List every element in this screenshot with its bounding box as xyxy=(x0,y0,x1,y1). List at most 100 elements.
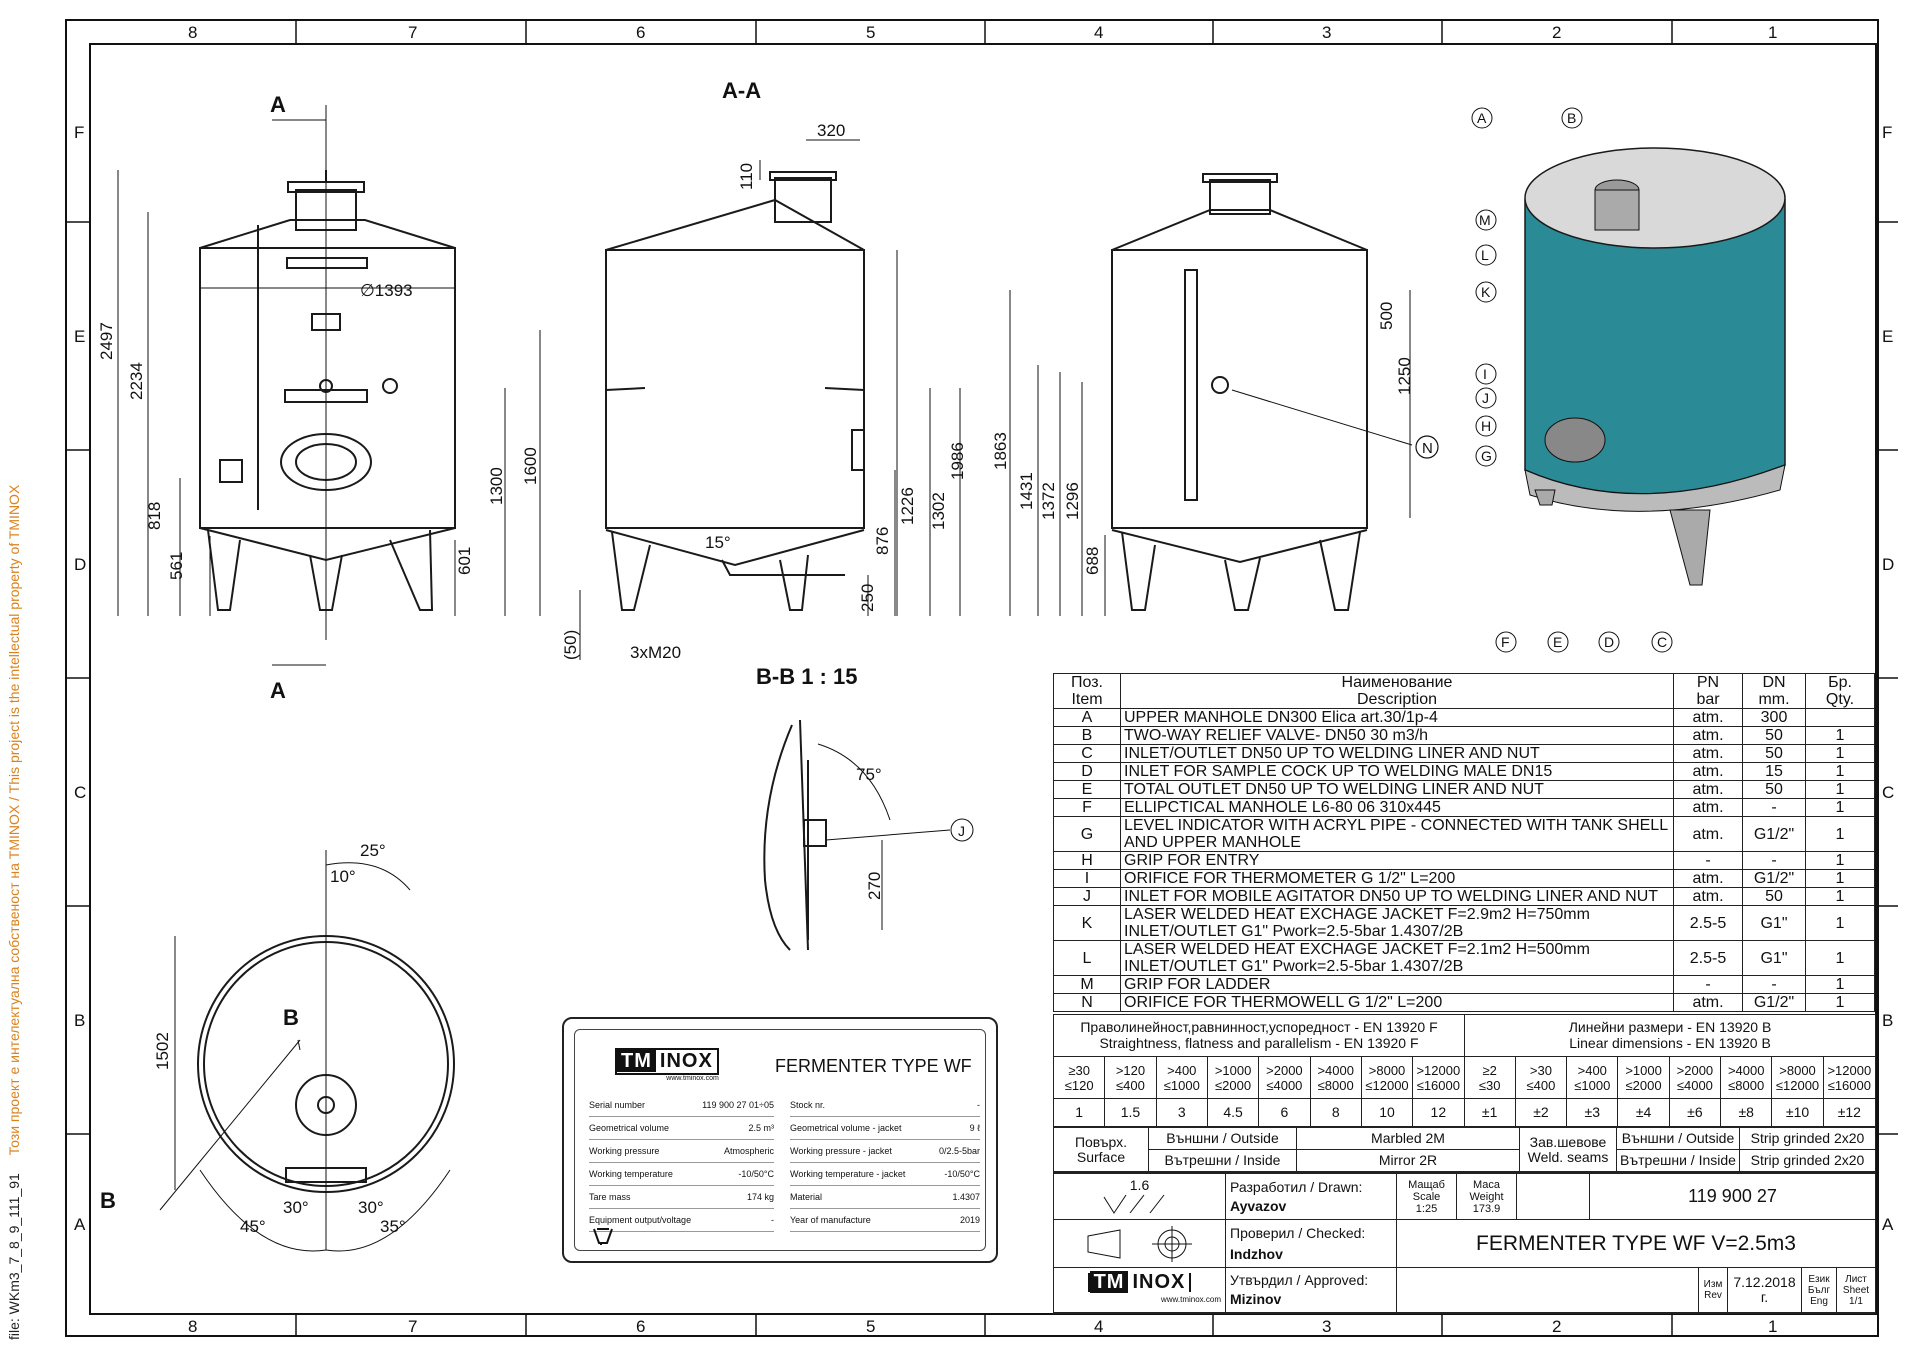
section-aa-dim-labels: 320 110 1986 1302 1226 876 250 15° (50) … xyxy=(561,121,967,662)
linear-bg: Линейни размери - EN 13920 B xyxy=(1568,1019,1772,1035)
dim-688: 688 xyxy=(1083,547,1102,575)
dim-1250: 1250 xyxy=(1395,357,1414,395)
scale-en: Scale xyxy=(1412,1190,1441,1203)
surface-label-bg: Повърх. xyxy=(1074,1133,1128,1150)
plate-row: Working temperature - jacket-10/50°C xyxy=(790,1163,980,1186)
bom-cell-desc: TWO-WAY RELIEF VALVE- DN50 30 m3/h xyxy=(1120,726,1674,745)
tolerance-range: >4000 ≤8000 xyxy=(1721,1057,1773,1099)
svg-text:I: I xyxy=(1483,366,1487,382)
svg-text:1: 1 xyxy=(1768,23,1777,42)
svg-text:1: 1 xyxy=(1768,1317,1777,1336)
plate-key: Year of manufacture xyxy=(790,1215,871,1225)
drawing-date: 7.12.2018 г. xyxy=(1728,1268,1802,1313)
section-bb-labels: 75° 270 xyxy=(856,765,884,900)
scale-bg: Мащаб xyxy=(1408,1178,1445,1191)
bom-cell-item: N xyxy=(1053,993,1121,1012)
dim-110: 110 xyxy=(737,163,756,190)
tolerance-range: >4000 ≤8000 xyxy=(1310,1057,1362,1099)
tolerance-range: >12000 ≤16000 xyxy=(1413,1057,1465,1099)
bom-cell-item: M xyxy=(1053,975,1121,994)
plate-key: Geometrical volume xyxy=(589,1123,670,1133)
bom-cell-item: H xyxy=(1053,851,1121,870)
surface-label-en: Surface xyxy=(1076,1148,1126,1165)
bom-cell-dn: G1" xyxy=(1742,940,1806,976)
bom-cell-item: D xyxy=(1053,762,1121,781)
svg-text:J: J xyxy=(958,823,965,839)
dim-500: 500 xyxy=(1377,302,1396,330)
bom-cell-desc: GRIP FOR ENTRY xyxy=(1120,851,1674,870)
checked-label: Проверил / Checked: xyxy=(1230,1224,1366,1241)
bom-cell-dn: 50 xyxy=(1742,744,1806,763)
sheet-bg: Лист xyxy=(1845,1273,1867,1285)
tolerance-value: ±8 xyxy=(1721,1099,1773,1126)
checked-by: Indzhov xyxy=(1230,1245,1283,1262)
tolerance-value: 4.5 xyxy=(1208,1099,1260,1126)
bom-cell-pn: atm. xyxy=(1673,780,1743,799)
svg-text:A: A xyxy=(74,1215,86,1234)
scale-value: 1:25 xyxy=(1415,1202,1438,1215)
bom-cell-qty: 1 xyxy=(1805,887,1875,906)
approved-label: Утвърдил / Approved: xyxy=(1230,1272,1369,1288)
lang-bg2: Бълг xyxy=(1807,1284,1831,1296)
plate-key: Working temperature - jacket xyxy=(790,1169,906,1179)
plate-key: Tare mass xyxy=(589,1192,631,1202)
drawn-label: Разработил / Drawn: xyxy=(1230,1178,1363,1195)
bom-cell-pn: - xyxy=(1673,975,1743,994)
tolerance-value: ±6 xyxy=(1670,1099,1722,1126)
rev-en: Rev xyxy=(1704,1290,1722,1301)
plate-title: FERMENTER TYPE WF xyxy=(775,1056,972,1076)
bom-cell-desc: LASER WELDED HEAT EXCHAGE JACKET F=2.9m2… xyxy=(1120,905,1674,941)
dim-30deg-left: 30° xyxy=(283,1198,309,1217)
svg-text:5: 5 xyxy=(866,1317,875,1336)
drawn-by: Ayvazov xyxy=(1230,1197,1287,1214)
section-aa-view xyxy=(605,171,865,611)
dim-1502: 1502 xyxy=(153,1032,172,1070)
projection-symbol xyxy=(1054,1220,1226,1268)
front-dim-labels: 2497 2234 ∅1393 818 561 601 1300 1600 A … xyxy=(97,92,540,703)
roughness-symbol xyxy=(1103,1194,1164,1214)
svg-text:B: B xyxy=(1882,1011,1893,1030)
logo-tm: TM xyxy=(1089,1271,1129,1293)
bom-cell-item: I xyxy=(1053,869,1121,888)
dim-876: 876 xyxy=(873,527,892,555)
front-view xyxy=(199,170,456,611)
bom-cell-pn: atm. xyxy=(1673,744,1743,763)
dim-10deg: 10° xyxy=(330,867,356,886)
tolerance-range: >120 ≤400 xyxy=(1105,1057,1157,1099)
dim-2234: 2234 xyxy=(127,362,146,400)
tolerance-range: >400 ≤1000 xyxy=(1567,1057,1619,1099)
plate-value: 9 ℓ xyxy=(969,1123,980,1133)
tolerance-value: 1 xyxy=(1054,1099,1106,1126)
svg-text:F: F xyxy=(1882,123,1892,142)
dim-1431: 1431 xyxy=(1017,472,1036,510)
bom-cell-qty: 1 xyxy=(1805,869,1875,888)
bom-head-qty: Бр.Qty. xyxy=(1805,673,1875,709)
dim-15deg: 15° xyxy=(705,533,731,552)
dim-601: 601 xyxy=(455,547,474,575)
bom-cell-desc: ORIFICE FOR THERMOMETER G 1/2" L=200 xyxy=(1120,869,1674,888)
drawing-number: 119 900 27 xyxy=(1590,1174,1875,1220)
plate-key: Material xyxy=(790,1192,823,1202)
bom-cell-dn: 50 xyxy=(1742,726,1806,745)
section-aa-title: A-A xyxy=(722,78,761,103)
plate-value: -10/50°C xyxy=(738,1169,774,1179)
bom-cell-dn: 15 xyxy=(1742,762,1806,781)
sheet-en: Sheet xyxy=(1842,1284,1870,1296)
file-name: file: WKm3_7_8_9_111_91 xyxy=(6,1173,22,1340)
plate-row: Working temperature-10/50°C xyxy=(589,1163,774,1186)
plate-row: Equipment output/voltage- xyxy=(589,1209,774,1232)
bom-cell-pn: atm. xyxy=(1673,993,1743,1012)
bom-cell-dn: G1" xyxy=(1742,905,1806,941)
